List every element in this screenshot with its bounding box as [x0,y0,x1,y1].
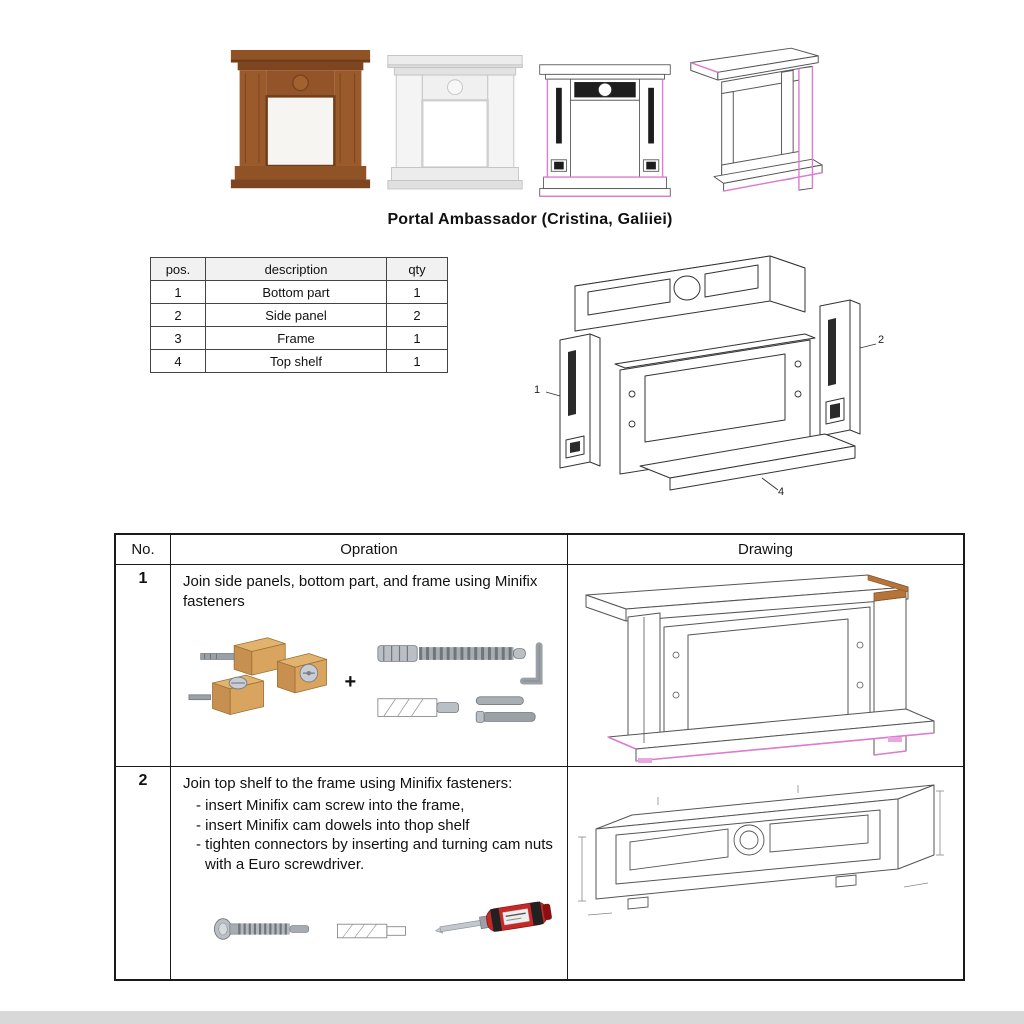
step2-number: 2 [116,767,171,979]
cam-screw-and-hex-key-illustration [377,641,543,723]
step2-tool-illustrations [211,889,557,949]
part-qty: 1 [386,280,448,304]
step1-drawing-cell [568,565,963,767]
list-item: - tighten connectors by inserting and tu… [196,836,553,874]
step2-operation-cell: Join top shelf to the frame using Minifi… [171,767,568,979]
table-row: 3 Frame 1 [150,326,448,350]
step1-operation-cell: Join side panels, bottom part, and frame… [171,565,568,767]
parts-header-description: description [205,257,387,281]
plus-sign: + [344,671,357,694]
list-item: - insert Minifix cam dowels into thop sh… [196,816,470,834]
fireplace-technical-rear-image [690,47,823,192]
table-row: 2 Side panel 2 [150,303,448,327]
part-qty: 2 [386,303,448,327]
part-pos: 1 [150,280,206,304]
fireplace-wood-finish-figure [228,41,373,208]
minifix-joint-blocks-illustration [188,636,327,715]
cam-bolt-illustration [214,918,310,940]
steps-header-drawing: Drawing [568,535,963,565]
step2-top-shelf-drawing [578,784,944,916]
dowel-sketch-illustration [336,923,406,939]
fireplace-technical-front-image [539,64,671,197]
fireplace-technical-rear-figure [685,43,825,208]
list-item: - insert Minifix cam screw into the fram… [196,796,465,814]
part-pos: 4 [150,349,206,373]
part-description: Frame [205,326,387,350]
parts-table-header-row: pos. description qty [150,257,448,281]
part-description: Bottom part [205,280,387,304]
fireplace-technical-front-figure [537,59,673,208]
euro-screwdriver-illustration [434,901,552,934]
step1-assembly-drawing [585,574,935,763]
fireplace-white-finish-figure [385,47,525,208]
steps-header-operation: Opration [171,535,568,565]
part-qty: 1 [386,349,448,373]
parts-table: pos. description qty 1 Bottom part 1 2 S… [150,257,448,373]
parts-header-qty: qty [386,257,448,281]
page-bottom-strip [0,1011,1024,1024]
step2-drawing-cell [568,767,963,979]
step1-hardware-illustrations: + [183,624,557,742]
step2-operation-text: Join top shelf to the frame using Minifi… [183,775,513,792]
fireplace-white-finish-image [387,55,523,190]
steps-table: No. Opration Drawing 1 Join side panels,… [114,533,965,981]
fireplace-wood-finish-image [230,49,371,189]
part-pos: 2 [150,303,206,327]
step2-bullet-list: - insert Minifix cam screw into the fram… [189,796,557,875]
parts-header-pos: pos. [150,257,206,281]
part-qty: 1 [386,326,448,350]
step1-operation-text: Join side panels, bottom part, and frame… [183,573,538,610]
diagram-callout-4: 4 [778,486,785,498]
page-title: Portal Ambassador (Cristina, Galiiei) [387,211,673,228]
product-views-row [228,40,828,208]
table-row: 1 Bottom part 1 [150,280,448,304]
part-description: Side panel [205,303,387,327]
exploded-assembly-diagram: 1 2 4 [520,244,910,512]
part-description: Top shelf [205,349,387,373]
table-row: 4 Top shelf 1 [150,349,448,373]
diagram-callout-1: 1 [534,384,541,396]
steps-header-no: No. [116,535,171,565]
step1-number: 1 [116,565,171,767]
part-pos: 3 [150,326,206,350]
exploded-assembly-drawing [545,255,877,491]
diagram-callout-2: 2 [878,334,885,346]
